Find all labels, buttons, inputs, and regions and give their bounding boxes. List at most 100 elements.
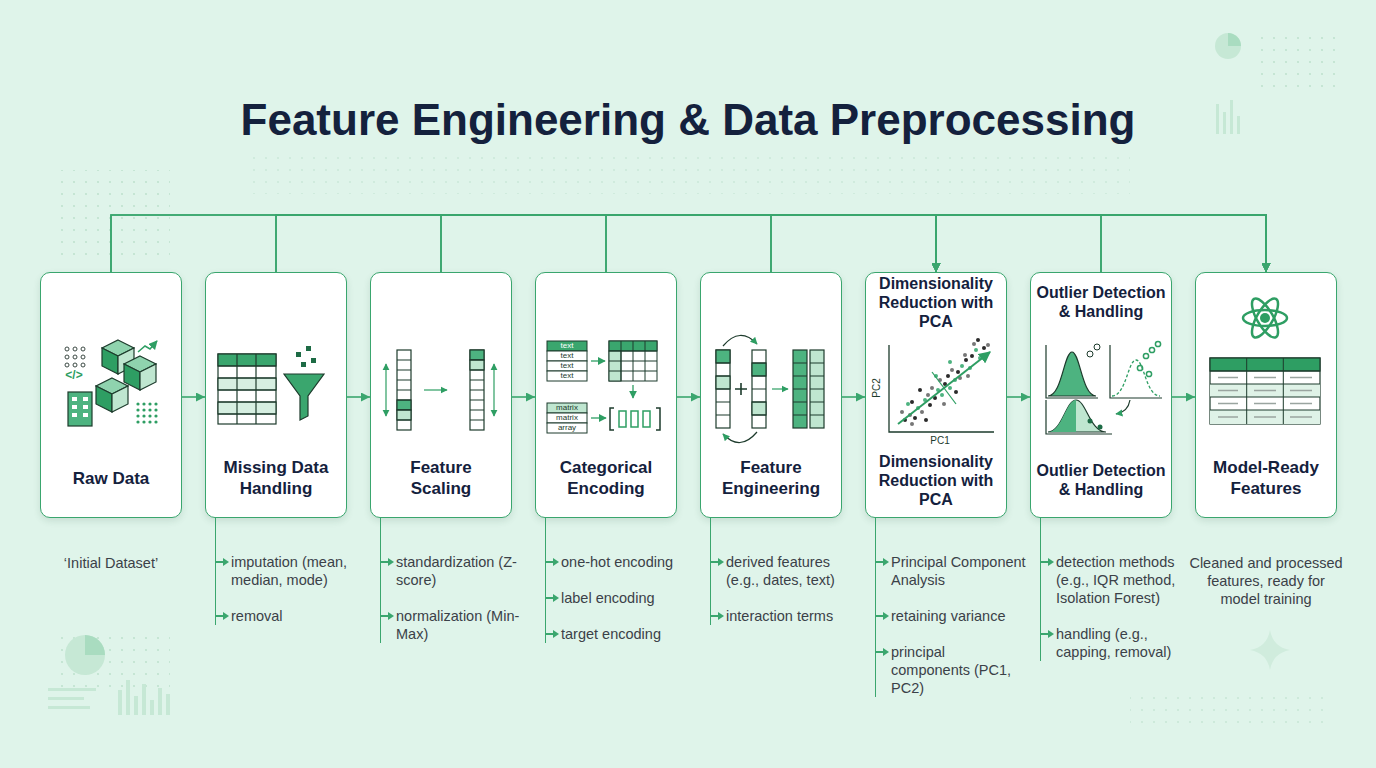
model-ready-icon <box>1210 295 1320 424</box>
scaling-icon <box>397 400 411 410</box>
raw-data-icon <box>68 392 92 426</box>
pca-scatter-icon <box>963 353 967 357</box>
pca-scatter-icon <box>906 402 910 406</box>
pca-scatter-icon <box>960 364 964 368</box>
bus-connector <box>276 215 1266 272</box>
pca-scatter-icon <box>908 413 912 417</box>
feature-engineering-icon <box>716 350 730 428</box>
process-box: Outlier Detection & HandlingOutlier Dete… <box>1030 272 1172 518</box>
raw-data-icon <box>83 397 88 401</box>
outlier-icon <box>1110 345 1162 398</box>
bar-decor <box>1216 104 1219 134</box>
outlier-icon <box>1046 345 1098 398</box>
bar-decor <box>1230 100 1233 134</box>
raw-data-icon <box>72 397 77 401</box>
feature-engineering-icon <box>793 350 807 428</box>
raw-data-icon <box>154 414 157 417</box>
encoding-icon <box>547 351 587 361</box>
pca-scatter-icon <box>976 338 980 342</box>
raw-data-icon <box>148 414 151 417</box>
pca-scatter-icon <box>956 370 960 374</box>
bullet-text: label encoding <box>546 589 697 607</box>
pca-scatter-icon <box>966 374 970 378</box>
raw-data-icon <box>65 347 69 351</box>
model-ready-icon <box>1210 410 1320 424</box>
feature-engineering-icon <box>723 432 757 443</box>
scaling-icon <box>470 350 484 360</box>
scaling-icon <box>385 364 386 416</box>
flow-arrow <box>1172 396 1195 398</box>
dot-grid <box>60 170 170 260</box>
raw-data-icon <box>154 408 157 411</box>
scaling-icon <box>397 410 411 420</box>
flow-arrow <box>842 396 865 398</box>
outlier-icon <box>1137 341 1160 376</box>
encoding-icon <box>547 371 587 381</box>
raw-data-icon <box>140 364 156 390</box>
dot-grid <box>1130 690 1330 730</box>
encoding-icon <box>631 411 638 427</box>
process-box: Categorical Encodingone-hot encodinglabe… <box>535 272 677 518</box>
bus-connector <box>606 215 1266 272</box>
feature-engineering-icon <box>752 350 766 428</box>
raw-data-icon <box>136 408 139 411</box>
raw-data-icon <box>154 402 157 405</box>
model-ready-icon <box>1210 358 1320 424</box>
encoding-icon <box>619 411 626 427</box>
flow-arrow <box>347 396 370 398</box>
outlier-icon <box>1048 400 1106 432</box>
pca-scatter-icon <box>910 400 914 404</box>
pca-scatter-icon <box>903 338 986 422</box>
feature-engineering-icon <box>772 388 788 389</box>
outlier-icon <box>1087 351 1093 357</box>
dot-grid <box>60 630 170 690</box>
pca-scatter-icon <box>954 390 958 394</box>
process-box: Dimensionality Reduction with PCADimensi… <box>865 272 1007 518</box>
bus-connector <box>771 215 936 272</box>
raw-data-icon <box>81 363 85 367</box>
box-label: Dimensionality Reduction with PCA <box>866 451 1006 509</box>
outlier-icon <box>1046 341 1162 434</box>
scaling-icon <box>397 360 411 420</box>
bus-connector <box>111 215 936 272</box>
raw-data-icon <box>83 405 88 409</box>
raw-data-icon <box>154 420 157 423</box>
raw-data-icon <box>65 355 69 359</box>
missing-data-icon <box>218 354 276 366</box>
scaling-icon <box>424 389 447 390</box>
dot-grid <box>250 150 1130 194</box>
box-label: Categorical Encoding <box>536 453 676 503</box>
pca-scatter-icon <box>920 410 924 414</box>
missing-data-icon <box>218 354 276 424</box>
pca-scatter-icon <box>910 422 914 426</box>
bullet-text: interaction terms <box>711 607 862 625</box>
description-text: Cleaned and processed features, ready fo… <box>1188 554 1344 608</box>
pie-decor <box>1215 33 1241 59</box>
raw-data-icon <box>142 402 145 405</box>
diagram-title: Feature Engineering & Data Preprocessing <box>0 92 1376 148</box>
model-ready-icon <box>1210 358 1320 371</box>
pca-scatter-icon <box>924 418 928 422</box>
raw-data-icon <box>112 386 128 412</box>
model-ready-icon <box>1243 295 1287 341</box>
bullet-text: principal components (PC1, PC2) <box>876 643 1027 697</box>
encoding-icon <box>619 411 650 427</box>
flow-arrow <box>1007 396 1030 398</box>
encoding-icon <box>632 385 633 398</box>
flow-arrow <box>677 396 700 398</box>
box-label: Model-Ready Features <box>1196 453 1336 503</box>
raw-data-icon <box>118 348 134 374</box>
pca-scatter-icon <box>903 418 907 422</box>
process-box: Raw Data‘Initial Dataset’ <box>40 272 182 518</box>
dot-grid <box>1255 35 1340 90</box>
bullet-list: one-hot encodinglabel encodingtarget enc… <box>545 517 697 643</box>
outlier-icon <box>1155 341 1160 346</box>
model-ready-icon <box>1210 384 1320 397</box>
model-ready-icon <box>1247 295 1283 341</box>
bus-connector <box>936 215 1101 272</box>
description-block: ‘Initial Dataset’ <box>33 517 189 572</box>
raw-data-icon <box>65 340 158 426</box>
missing-data-icon <box>301 362 306 367</box>
bullet-text: imputation (mean, median, mode) <box>216 553 367 589</box>
feature-engineering-icon <box>810 350 824 428</box>
